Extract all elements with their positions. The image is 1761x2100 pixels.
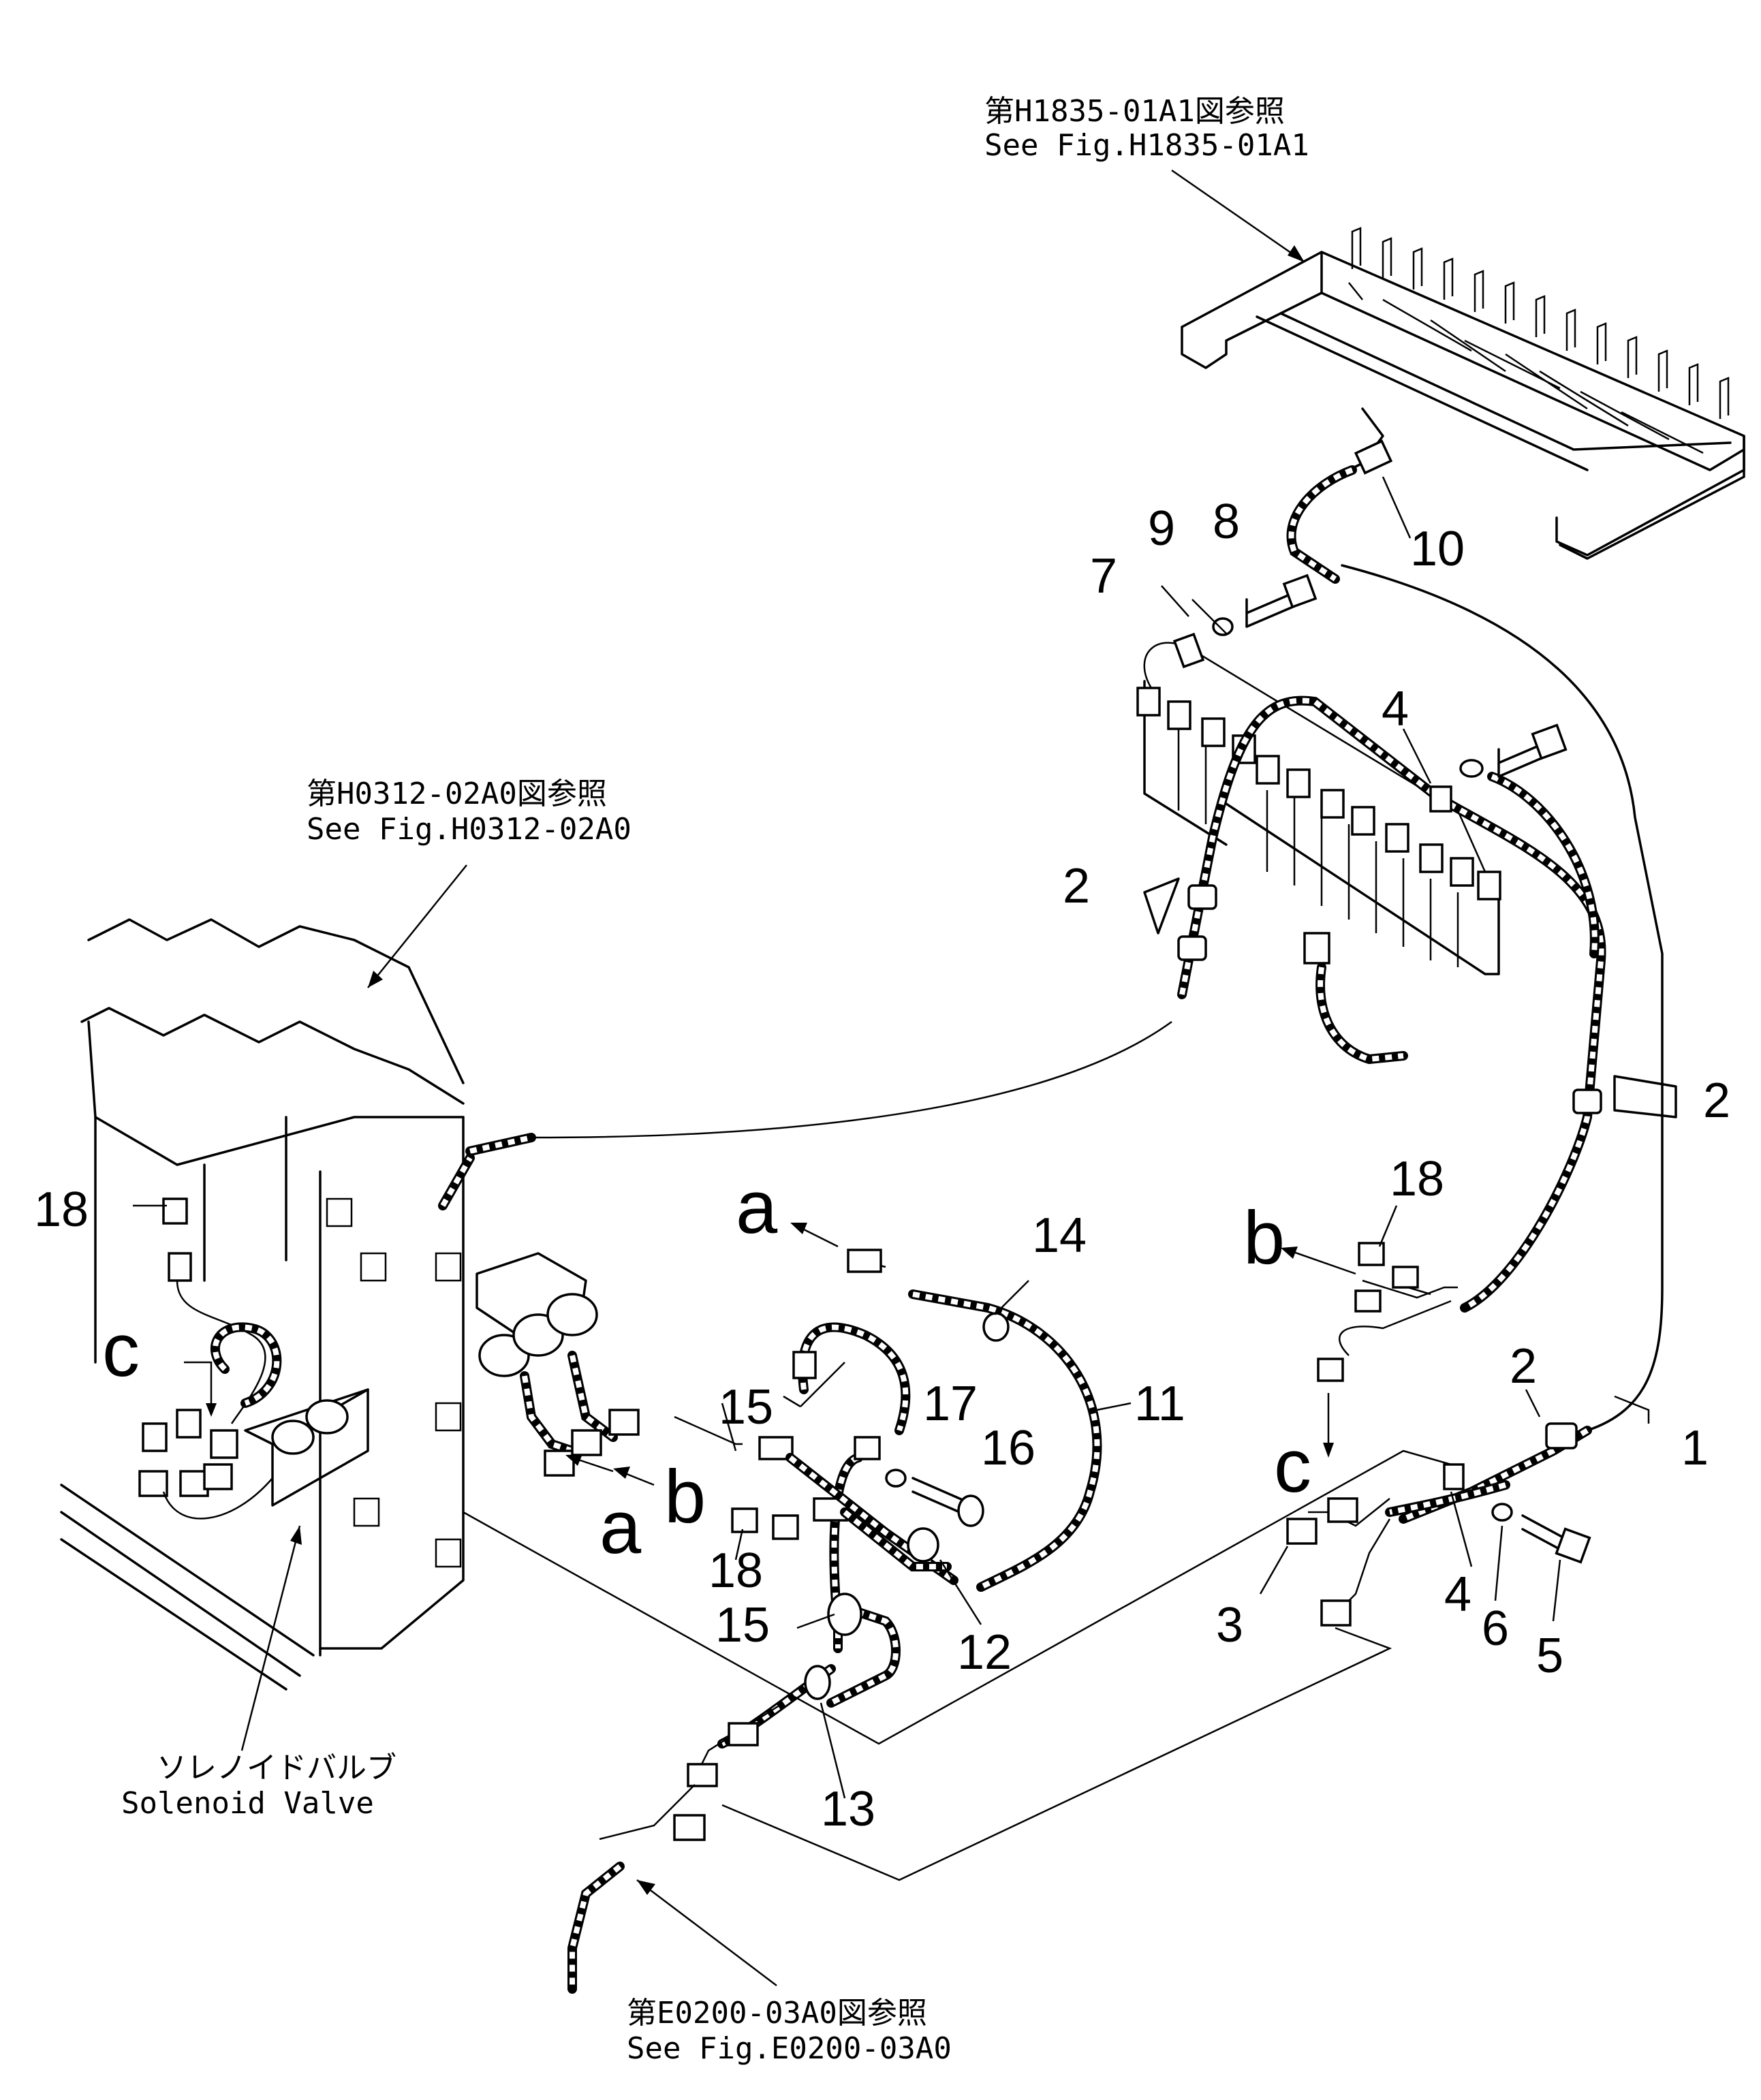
part-number-4: 4 <box>1382 682 1409 736</box>
connection-letter-b: b <box>664 1455 706 1539</box>
part-number-14: 14 <box>1032 1208 1087 1263</box>
center-relay-block <box>476 1252 640 1477</box>
connection-letter-a: a <box>736 1165 778 1249</box>
part-number-2: 2 <box>1063 859 1090 913</box>
part-number-11: 11 <box>1134 1377 1185 1431</box>
bolt-4-upper <box>1429 723 1568 813</box>
part-number-18: 18 <box>708 1543 763 1598</box>
part-number-13: 13 <box>821 1782 875 1836</box>
solenoid-valve-block <box>60 918 536 1691</box>
relay-bracket-assembly <box>1136 642 1501 1065</box>
ref-top-en: See Fig.H1835-01A1 <box>984 128 1309 163</box>
part-number-16: 16 <box>981 1421 1035 1475</box>
part-number-18: 18 <box>1390 1152 1444 1206</box>
harness-lower-13 <box>567 1664 836 1994</box>
ref-left-en: See Fig.H0312-02A0 <box>307 812 632 847</box>
ref-bottom-en: See Fig.E0200-03A0 <box>627 2031 952 2066</box>
part-number-8: 8 <box>1213 495 1240 549</box>
connection-letter-a: a <box>599 1486 642 1569</box>
harness-11 <box>847 1249 1102 1592</box>
reference-labels: 第H1835-01A1図参照 See Fig.H1835-01A1 第H0312… <box>121 94 1309 2066</box>
part-number-7: 7 <box>1090 549 1117 604</box>
part-number-1: 1 <box>1681 1421 1709 1475</box>
connection-letter-b: b <box>1243 1196 1285 1280</box>
washer-17 <box>885 1469 907 1488</box>
part-number-10: 10 <box>1410 522 1465 576</box>
part-number-labels: 1 2 2 2 3 4 4 5 6 7 8 9 10 11 12 13 14 1… <box>34 495 1730 1836</box>
lower-right-assembly <box>1286 1242 1591 1627</box>
part-number-12: 12 <box>957 1625 1012 1680</box>
bracket-7 <box>1172 632 1205 669</box>
ref-left-jp: 第H0312-02A0図参照 <box>307 777 607 811</box>
bolt-8 <box>1245 574 1318 628</box>
fuse-board-assembly <box>1181 227 1745 584</box>
part-number-15: 15 <box>715 1598 770 1652</box>
main-harness-1 <box>1177 564 1664 1524</box>
part-number-2: 2 <box>1510 1339 1537 1394</box>
part-number-2: 2 <box>1703 1073 1730 1128</box>
relay-connectors <box>1136 687 1501 965</box>
part-number-4: 4 <box>1444 1567 1471 1622</box>
part-number-6: 6 <box>1482 1601 1509 1656</box>
clamp-12 <box>907 1527 939 1563</box>
washer-9 <box>1212 617 1234 636</box>
part-number-18: 18 <box>34 1182 89 1237</box>
clamp-2-group <box>1143 877 1677 1449</box>
connection-letter-c: c <box>1274 1424 1311 1508</box>
solenoid-label-jp: ソレノイドバルブ <box>157 1751 396 1785</box>
ref-bottom-jp: 第E0200-03A0図参照 <box>627 1996 927 2031</box>
leader-lines <box>133 169 1650 1986</box>
loose-connectors-18 <box>731 1507 799 1540</box>
part-number-9: 9 <box>1148 501 1175 556</box>
part-number-3: 3 <box>1216 1598 1243 1652</box>
part-number-15: 15 <box>719 1380 773 1435</box>
connection-letters: a a b b c c <box>102 1165 1311 1569</box>
part-number-5: 5 <box>1536 1629 1563 1683</box>
outline-lines <box>463 1020 1452 1881</box>
bolt-16 <box>911 1477 984 1527</box>
part-number-17: 17 <box>923 1377 978 1431</box>
harness-15-loop <box>758 1322 959 1708</box>
solenoid-label-en: Solenoid Valve <box>121 1786 374 1821</box>
ref-top-jp: 第H1835-01A1図参照 <box>984 94 1285 129</box>
connection-letter-c: c <box>102 1308 140 1392</box>
